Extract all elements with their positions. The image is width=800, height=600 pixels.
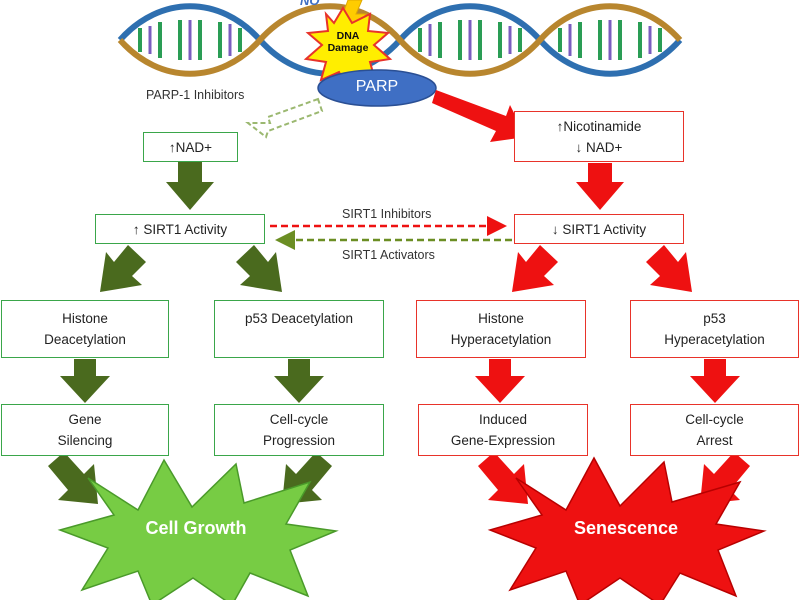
arrow-parp-to-nicotinamide xyxy=(432,90,526,142)
arrow-p53-hyper-to-arrest xyxy=(690,359,740,403)
senescence-label: Senescence xyxy=(573,518,679,538)
senescence-burst xyxy=(487,456,767,600)
arrow-nicotinamide-to-sirt1 xyxy=(576,163,624,210)
dna-helix-icon xyxy=(117,3,683,77)
arrow-histone-hyper-to-induced xyxy=(475,359,525,403)
sirt1-activators-label: SIRT1 Activators xyxy=(342,248,435,262)
arrow-nad-to-sirt1 xyxy=(166,162,214,210)
sirt1-inhibitors-label: SIRT1 Inhibitors xyxy=(342,207,432,221)
partial-top-text: NO xyxy=(300,0,320,8)
parp-enzyme xyxy=(317,69,437,107)
p53-deacetylation-box: p53 Deacetylation xyxy=(214,300,384,358)
cell-cycle-arrest-box: Cell-cycle Arrest xyxy=(630,404,799,456)
p53-hyperacetylation-box: p53 Hyperacetylation xyxy=(630,300,799,358)
arrow-induced-to-senescence xyxy=(478,452,528,504)
histone-deacetylation-box: Histone Deacetylation xyxy=(1,300,169,358)
cell-growth-label: Cell Growth xyxy=(145,518,247,538)
parp-label: PARP xyxy=(355,78,399,95)
arrow-sirt1-to-p53-hyper xyxy=(646,245,692,292)
arrow-sirt1-to-p53 xyxy=(236,245,282,292)
cell-growth-burst xyxy=(57,458,339,600)
histone-hyperacetylation-box: Histone Hyperacetylation xyxy=(416,300,586,358)
dna-damage-label: DNA Damage xyxy=(327,30,369,54)
arrow-p53-to-cell-cycle xyxy=(274,359,324,403)
gene-silencing-box: Gene Silencing xyxy=(1,404,169,456)
arrow-histone-to-gene-silencing xyxy=(60,359,110,403)
sirt1-down-box: ↓ SIRT1 Activity xyxy=(514,214,684,244)
arrow-gene-silencing-to-cell-growth xyxy=(48,452,98,504)
arrow-sirt1-to-histone-hyper xyxy=(512,245,558,292)
nicotinamide-nad-box: ↑Nicotinamide ↓ NAD+ xyxy=(514,111,684,162)
cell-cycle-progression-box: Cell-cycle Progression xyxy=(214,404,384,456)
induced-gene-expression-box: Induced Gene-Expression xyxy=(418,404,588,456)
sirt1-up-box: ↑ SIRT1 Activity xyxy=(95,214,265,244)
parp1-inhibitors-arrow xyxy=(245,97,324,139)
arrow-sirt1-to-histone xyxy=(100,245,146,292)
nad-up-box: ↑NAD+ xyxy=(143,132,238,162)
parp1-inhibitors-label: PARP-1 Inhibitors xyxy=(146,88,245,102)
